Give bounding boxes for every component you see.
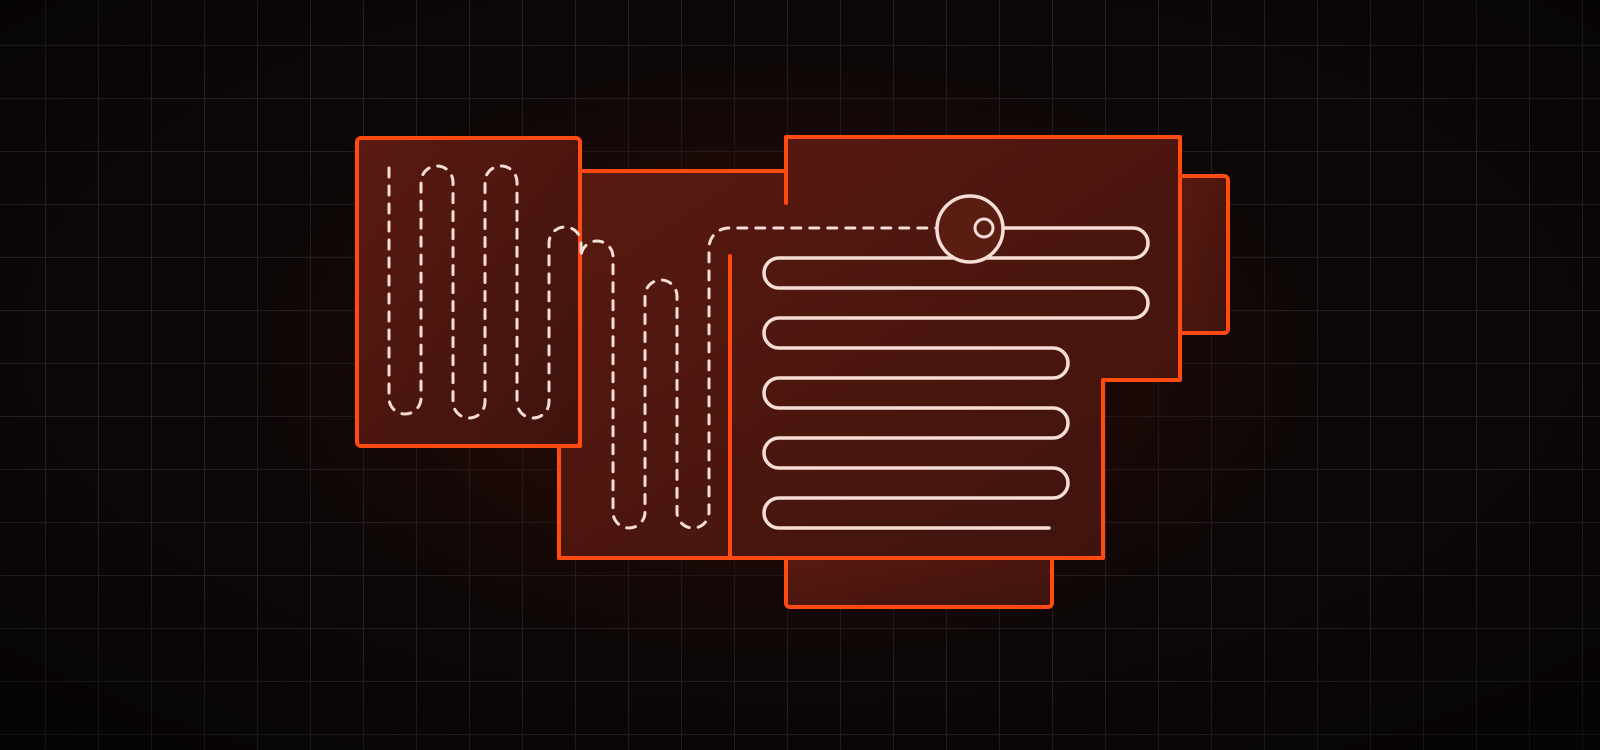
- robot-vacuum-icon: [935, 194, 1005, 264]
- room-east-annex: [1176, 174, 1230, 335]
- room-west: [355, 136, 582, 448]
